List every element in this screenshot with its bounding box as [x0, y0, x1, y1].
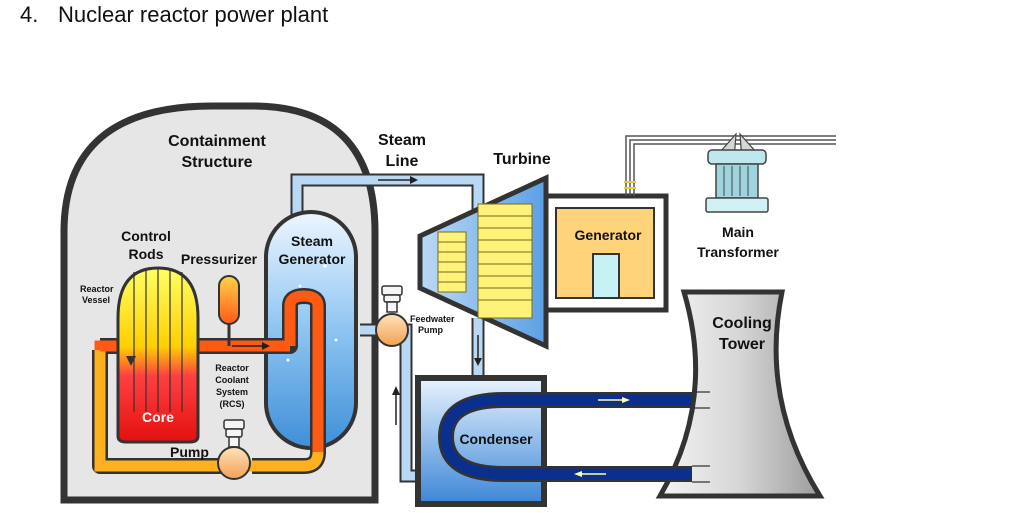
generator-label: Generator [575, 227, 642, 243]
core-label: Core [142, 409, 174, 425]
feedwater-pump [375, 285, 409, 347]
reactor-vessel-label-line1: Reactor [80, 284, 114, 294]
transformer-label-line2: Transformer [697, 244, 779, 260]
rcs-label-line3: System [216, 387, 248, 397]
power-lines [625, 135, 836, 196]
control-rods-label-line2: Rods [129, 246, 164, 262]
rcs-label-line2: Coolant [215, 375, 249, 385]
heading-number: 4. [20, 2, 39, 27]
reactor-vessel-label-line2: Vessel [82, 295, 110, 305]
steam-line-label-line1: Steam [378, 132, 426, 149]
rcs-label-line4: (RCS) [220, 399, 245, 409]
rcs-label-line1: Reactor [215, 363, 249, 373]
generator-window [592, 253, 620, 299]
feedwater-pump-label-line1: Feedwater [410, 314, 455, 324]
control-rods-label-line1: Control [121, 228, 171, 244]
containment-label-line1: Containment [168, 133, 266, 150]
cooling-tower [655, 289, 825, 499]
steam-line-label-line2: Line [386, 153, 419, 170]
turbine-blades-small [437, 231, 467, 293]
pressurizer-label: Pressurizer [181, 251, 258, 267]
main-transformer [705, 132, 769, 213]
turbine-label: Turbine [493, 151, 551, 168]
page-title: 4. Nuclear reactor power plant [20, 2, 328, 28]
turbine-blades-large [477, 203, 533, 319]
transformer-label-line1: Main [722, 224, 754, 240]
reactor-coolant-pump [217, 419, 251, 480]
cooling-tower-label-line1: Cooling [712, 315, 772, 332]
pressurizer [218, 275, 240, 325]
heading-text: Nuclear reactor power plant [58, 2, 329, 27]
containment-label-line2: Structure [181, 154, 252, 171]
control-rods [133, 268, 183, 412]
cooling-tower-label-line2: Tower [719, 336, 765, 353]
pump-label: Pump [170, 444, 209, 460]
steam-generator-label-line1: Steam [291, 233, 333, 249]
steam-generator-label-line2: Generator [279, 251, 346, 267]
feedwater-pump-label-line2: Pump [418, 325, 444, 335]
condenser-label: Condenser [459, 431, 533, 447]
